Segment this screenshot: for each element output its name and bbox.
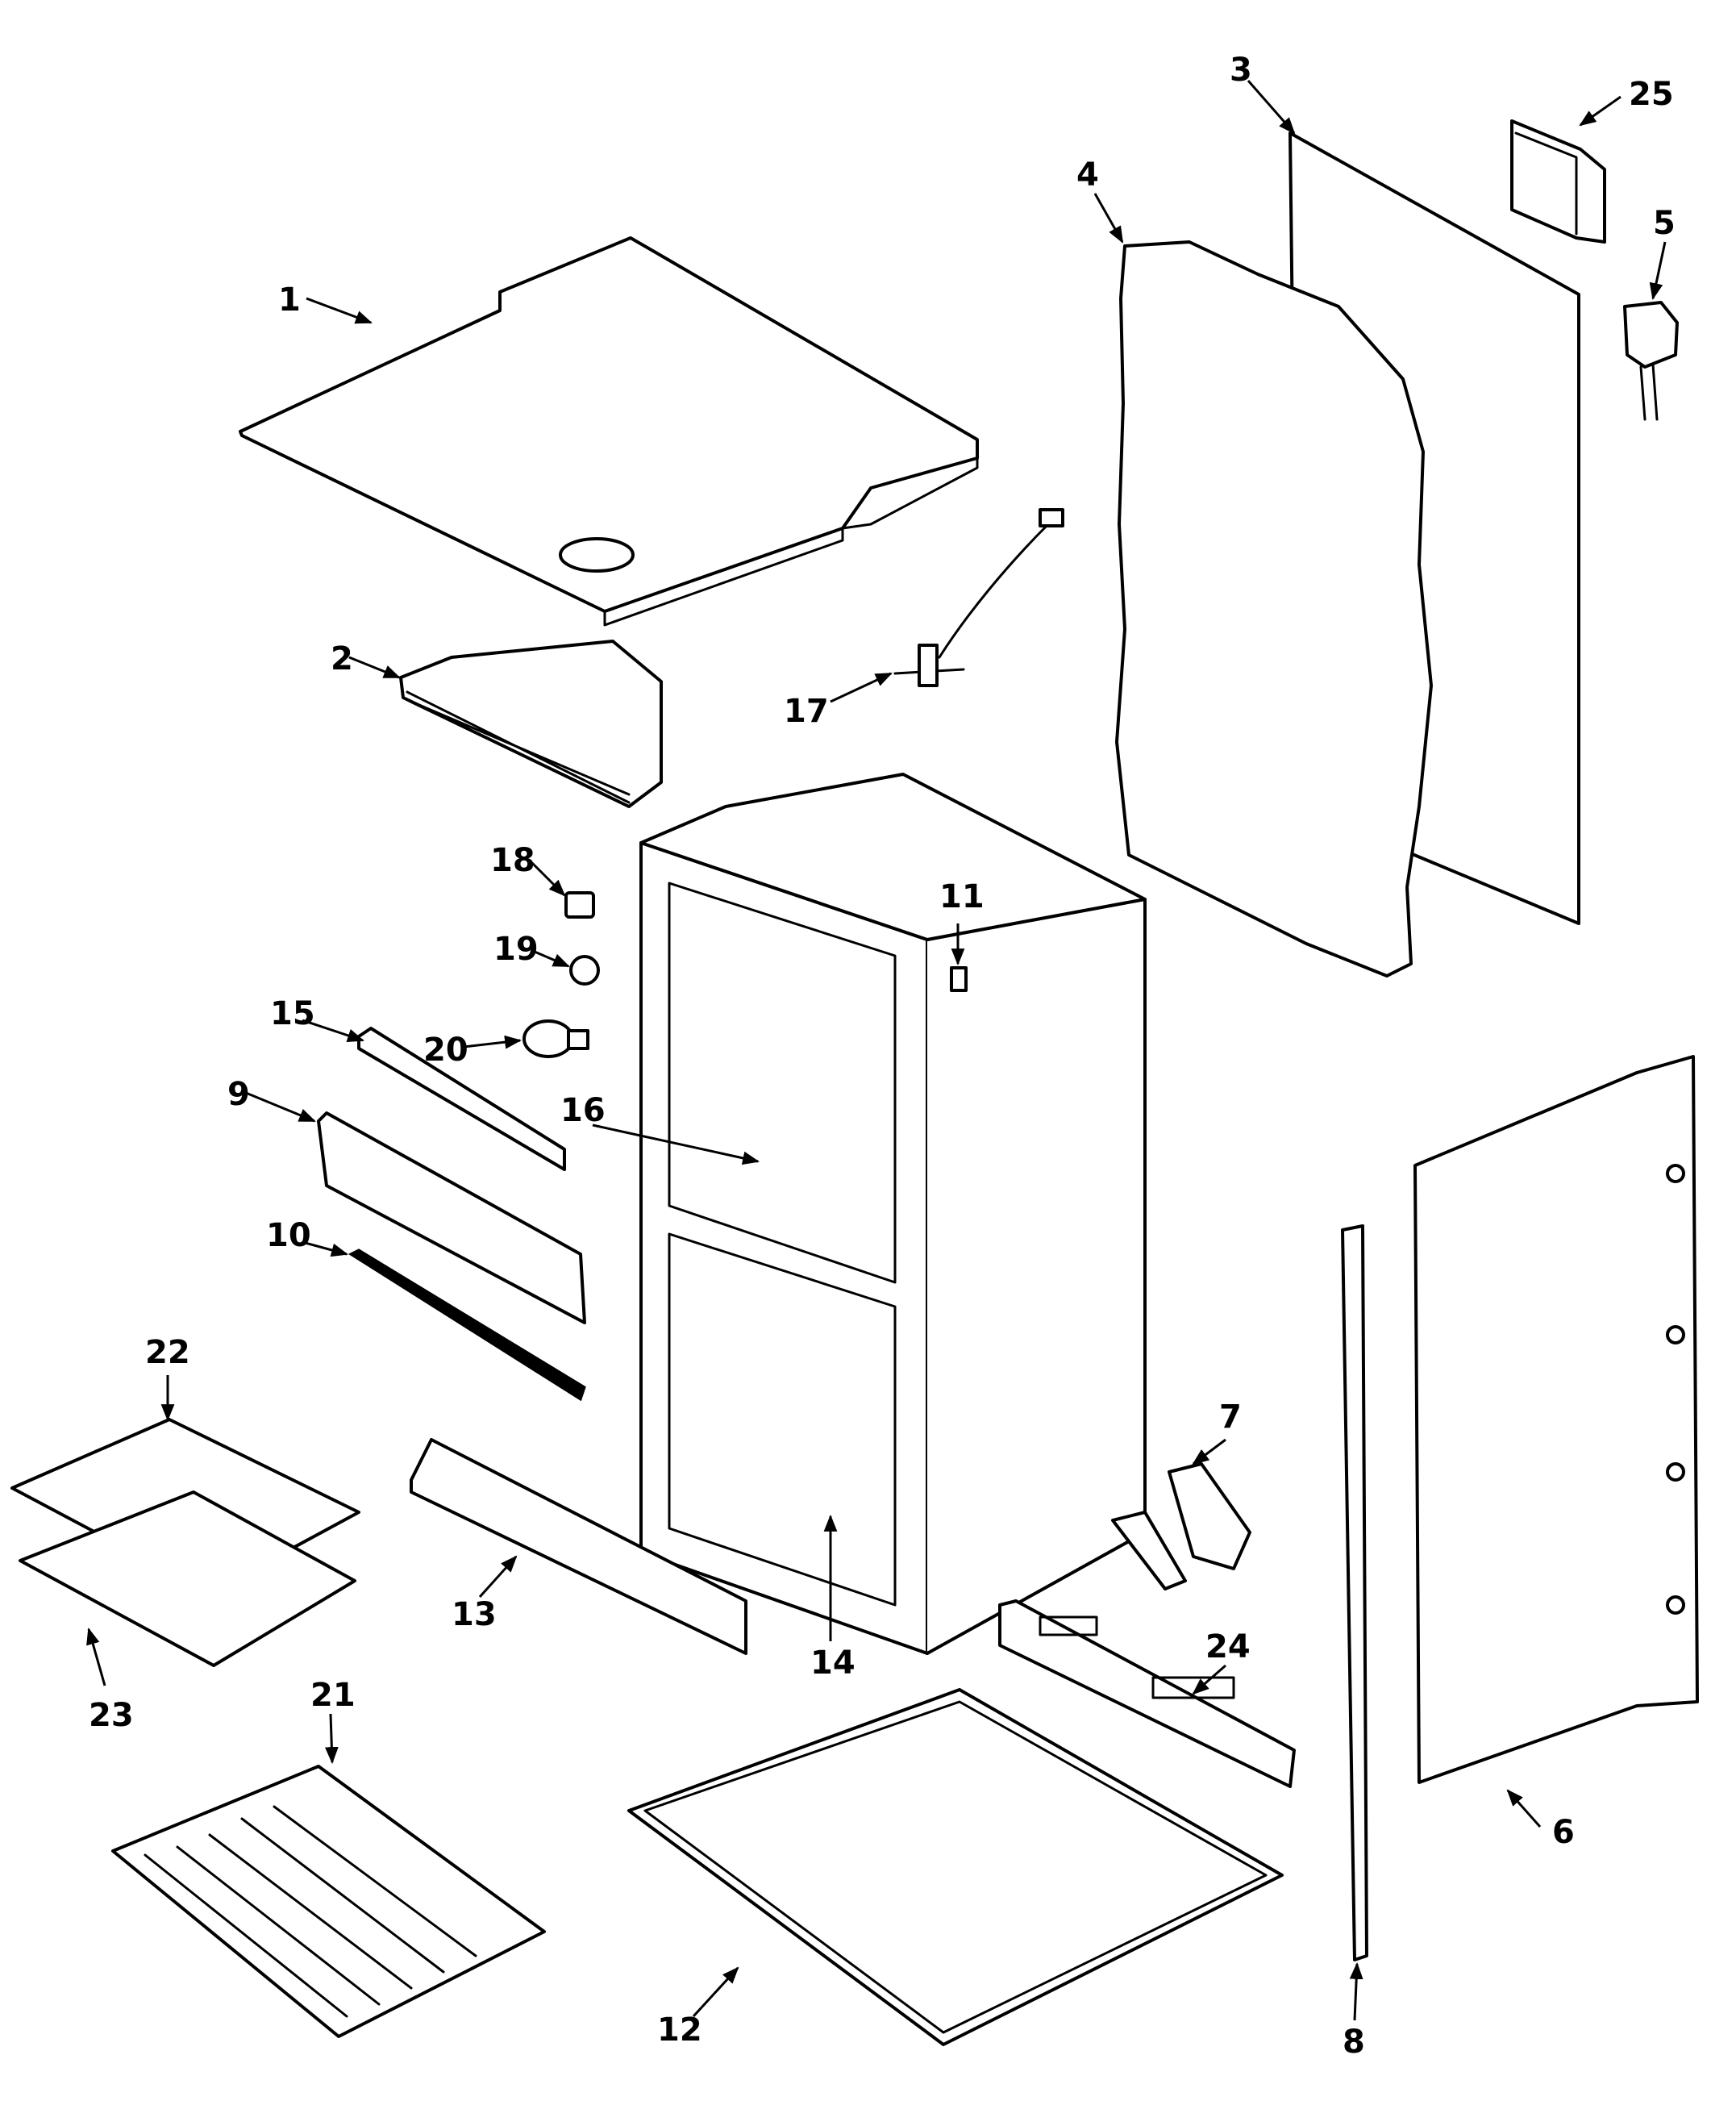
callout-15: 15 <box>270 995 315 1032</box>
hinge-part-7 <box>1111 1462 1251 1590</box>
callout-7: 7 <box>1219 1399 1242 1436</box>
callout-22: 22 <box>145 1334 190 1371</box>
callout-8: 8 <box>1343 2024 1365 2061</box>
callout-20: 20 <box>423 1032 468 1069</box>
sensor-part-17 <box>893 508 1064 687</box>
callout-16: 16 <box>560 1092 606 1129</box>
bracket-part-2 <box>399 640 663 808</box>
top-panel-part-1 <box>239 236 979 627</box>
toe-rail-part-13 <box>410 1438 747 1655</box>
callout-13: 13 <box>452 1596 497 1633</box>
broiler-pan-part-23 <box>19 1490 356 1667</box>
callout-11: 11 <box>939 878 985 915</box>
switch-part-11 <box>950 966 968 992</box>
callout-23: 23 <box>89 1697 134 1734</box>
rail-part-15 <box>357 1027 566 1171</box>
callout-10: 10 <box>266 1217 311 1254</box>
callout-18: 18 <box>490 842 535 879</box>
oven-cavity-part-14 <box>639 773 1147 1655</box>
vent-part-24 <box>998 1599 1296 1788</box>
callout-14: 14 <box>810 1645 856 1682</box>
gasket-strip-part-10 <box>348 1249 586 1402</box>
callout-19: 19 <box>493 931 539 968</box>
callout-17: 17 <box>784 693 829 730</box>
callout-6: 6 <box>1552 1814 1575 1851</box>
callout-1: 1 <box>278 281 301 319</box>
lamp-socket-part-19 <box>569 955 600 986</box>
callout-9: 9 <box>227 1076 250 1113</box>
callout-25: 25 <box>1629 76 1674 113</box>
junction-box-part-25 <box>1510 119 1606 244</box>
side-strip-part-8 <box>1341 1224 1368 1961</box>
side-panel-part-6 <box>1413 1055 1699 1784</box>
callout-24: 24 <box>1205 1628 1251 1665</box>
plug-part-5 <box>1623 301 1679 421</box>
lamp-cover-part-18 <box>564 891 595 919</box>
oven-rack-part-21 <box>111 1765 546 2038</box>
insulation-part-4 <box>1115 240 1433 978</box>
floor-pan-part-12 <box>627 1688 1284 2046</box>
callout-2: 2 <box>331 640 353 677</box>
callout-21: 21 <box>310 1677 356 1714</box>
callout-3: 3 <box>1230 52 1252 89</box>
callout-4: 4 <box>1076 156 1099 194</box>
lamp-bulb-part-20 <box>522 1019 589 1058</box>
trim-part-9 <box>317 1111 586 1324</box>
callout-12: 12 <box>657 2011 702 2049</box>
callout-5: 5 <box>1653 205 1676 242</box>
